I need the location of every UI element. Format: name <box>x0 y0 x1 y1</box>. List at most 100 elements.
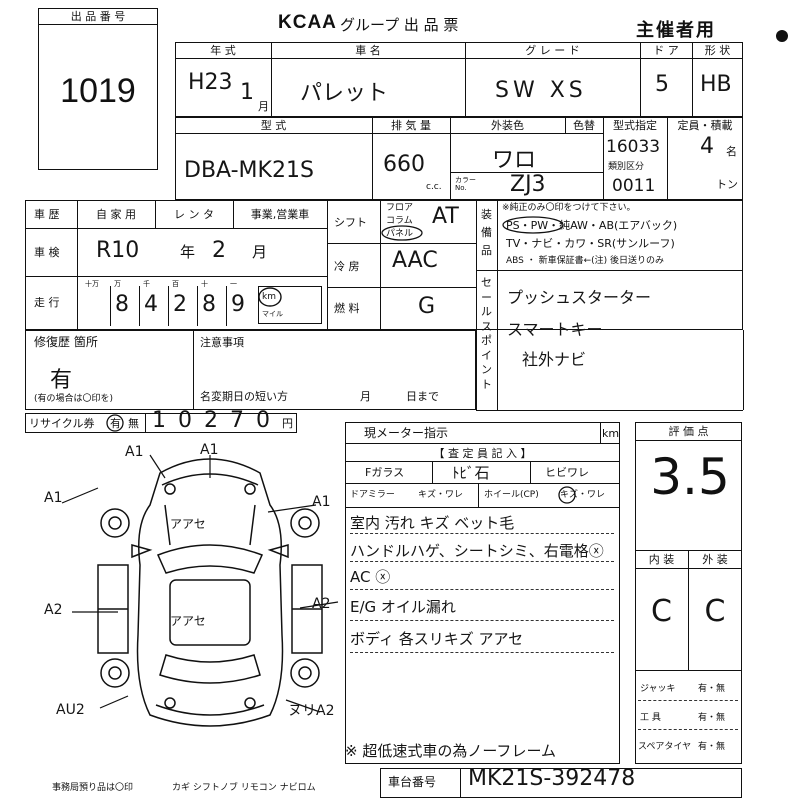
inspector-comment-6: ※ 超低速式車の為ノーフレーム <box>345 742 556 760</box>
mirror-options: キズ・ワレ <box>418 490 464 500</box>
mileage-unit-box <box>258 286 322 324</box>
shift-panel-circle <box>381 225 423 241</box>
doors-label: ド ア <box>653 44 679 57</box>
meter-label: 現メーター指示 <box>364 426 449 440</box>
recycle-no: 無 <box>128 417 139 430</box>
capacity-unit: 名 <box>726 145 737 158</box>
displacement-unit: c.c. <box>426 182 442 192</box>
vehicle-row-1 <box>175 42 743 117</box>
mileage-digits: 十万 万 千 百 十 一 8 4 2 8 9 <box>82 280 256 328</box>
year-month-value: 1 <box>240 80 254 105</box>
ton-unit: トン <box>716 178 738 191</box>
wheel-scratch-circle <box>558 486 576 504</box>
damage-right-rear: ヌリA2 <box>288 703 335 719</box>
inspector-title: 【 査 定 員 記 入 】 <box>433 447 532 460</box>
shift-panel: パネル <box>386 229 414 239</box>
history-label: 車 歴 <box>34 208 60 221</box>
inspection-label: 車 検 <box>34 246 60 259</box>
inspector-comment-1: 室内 汚れ キズ ベット毛 <box>350 514 515 532</box>
aircon-value: AAC <box>392 248 438 273</box>
lot-number-box <box>38 8 158 170</box>
km-circle <box>258 287 282 307</box>
equipment-ps-pw-circle <box>502 216 564 234</box>
chassis-label: 車台番号 <box>388 775 437 789</box>
mileage-digit: 8 <box>202 292 216 317</box>
inspector-panel <box>345 422 620 764</box>
crack-label: ヒビワレ <box>545 466 589 479</box>
tools-label: 工 具 <box>640 713 661 723</box>
mileage-digit: 8 <box>115 292 129 317</box>
digit-unit-1k: 千 <box>143 280 150 288</box>
car-name: パレット <box>300 81 389 106</box>
score-value: 3.5 <box>650 448 730 506</box>
inspector-comment-5: ボディ 各スリキズ アアセ <box>350 630 524 648</box>
type-spec-number: 16033 <box>606 137 661 157</box>
repair-label: 修復歴 箇所 <box>34 335 98 349</box>
interior-grade: C <box>651 594 672 629</box>
inspection-month-value: 2 <box>212 238 226 263</box>
sales-point-1: プッシュスターター <box>507 288 652 307</box>
recycle-yes-circle <box>106 414 124 432</box>
type-spec-label: 型式指定 <box>613 119 657 132</box>
inspector-comment-2: ハンドルハゲ、シートシミ、右電格ⓧ <box>350 542 604 560</box>
inspection-year-unit: 年 <box>180 243 196 261</box>
chassis-box <box>380 768 742 798</box>
body-label: 形 状 <box>704 44 731 57</box>
capacity-value: 4 <box>700 134 714 159</box>
equipment-label: 装 備 品 <box>481 208 492 257</box>
recycle-amount: 10270 <box>152 408 282 433</box>
inspector-comment-4: E/G オイル漏れ <box>350 598 456 616</box>
aircon-label: 冷 房 <box>334 260 360 273</box>
shift-column: コラム <box>386 216 413 226</box>
doors-value: 5 <box>655 72 669 97</box>
deadline-label: 名変期日の短い方 <box>200 390 288 403</box>
recycle-yes: 有 <box>110 417 121 430</box>
sales-point-2: スマートキー <box>507 320 603 339</box>
glass-value: ﾄﾋﾞ石 <box>452 464 490 482</box>
recycle-unit: 円 <box>282 417 293 430</box>
damage-left-side: A2 <box>44 602 63 618</box>
shift-value: AT <box>432 204 459 229</box>
notes-label: 注意事項 <box>200 336 244 349</box>
brand-logo: KCAA <box>278 12 337 33</box>
inspection-month-unit: 月 <box>252 243 268 261</box>
recycle-label: リサイクル券 <box>29 417 95 430</box>
fuel-value: G <box>418 294 436 319</box>
digit-unit-100: 百 <box>172 280 179 288</box>
color-change-label: 色替 <box>573 119 595 132</box>
page-title: グループ 出 品 票 <box>340 16 459 34</box>
repair-value: 有 <box>50 368 73 393</box>
damage-bonnet: アアセ <box>170 517 206 531</box>
mileage-digit: 4 <box>144 292 158 317</box>
organizer-label: 主催者用 <box>636 20 716 41</box>
tools-options: 有・無 <box>698 713 726 723</box>
damage-left-rear: AU2 <box>56 702 85 718</box>
displacement-label: 排 気 量 <box>391 119 431 132</box>
shift-floor: フロア <box>386 203 414 213</box>
equipment-line-1: PS・PW・純AW・AB(エアバック) <box>506 219 678 232</box>
deadline-month-unit: 月 <box>360 390 371 403</box>
fuel-label: 燃 料 <box>334 302 360 315</box>
score-label: 評 価 点 <box>668 425 709 438</box>
body-type: HB <box>700 72 732 97</box>
wheel-label: ホイール(CP) <box>484 490 539 500</box>
digit-unit-10: 十 <box>201 280 208 288</box>
color-label: 外装色 <box>491 119 524 132</box>
lot-number: 1019 <box>60 72 136 110</box>
damage-front: A1 <box>125 444 144 460</box>
equipment-note: ※純正のみ〇印をつけて下さい。 <box>502 203 636 213</box>
damage-right-side: A2 <box>312 596 331 612</box>
spare-tire-options: 有・無 <box>698 742 726 752</box>
inspector-comment-3: AC ⓧ <box>350 568 391 586</box>
color-number: ZJ3 <box>510 172 546 197</box>
office-note: 事務局預り品は〇印 <box>52 783 134 793</box>
repair-sub: (有の場合は〇印を) <box>34 394 114 404</box>
class-number: 0011 <box>612 176 656 196</box>
sales-point-3: 社外ナビ <box>522 350 587 369</box>
exterior-color: ワロ <box>492 148 537 173</box>
deadline-day-unit: 日まで <box>406 390 439 403</box>
exterior-label: 外 装 <box>702 553 728 566</box>
year-month-unit: 月 <box>258 100 269 113</box>
car-damage-diagram <box>97 458 323 727</box>
interior-label: 内 装 <box>648 553 675 566</box>
